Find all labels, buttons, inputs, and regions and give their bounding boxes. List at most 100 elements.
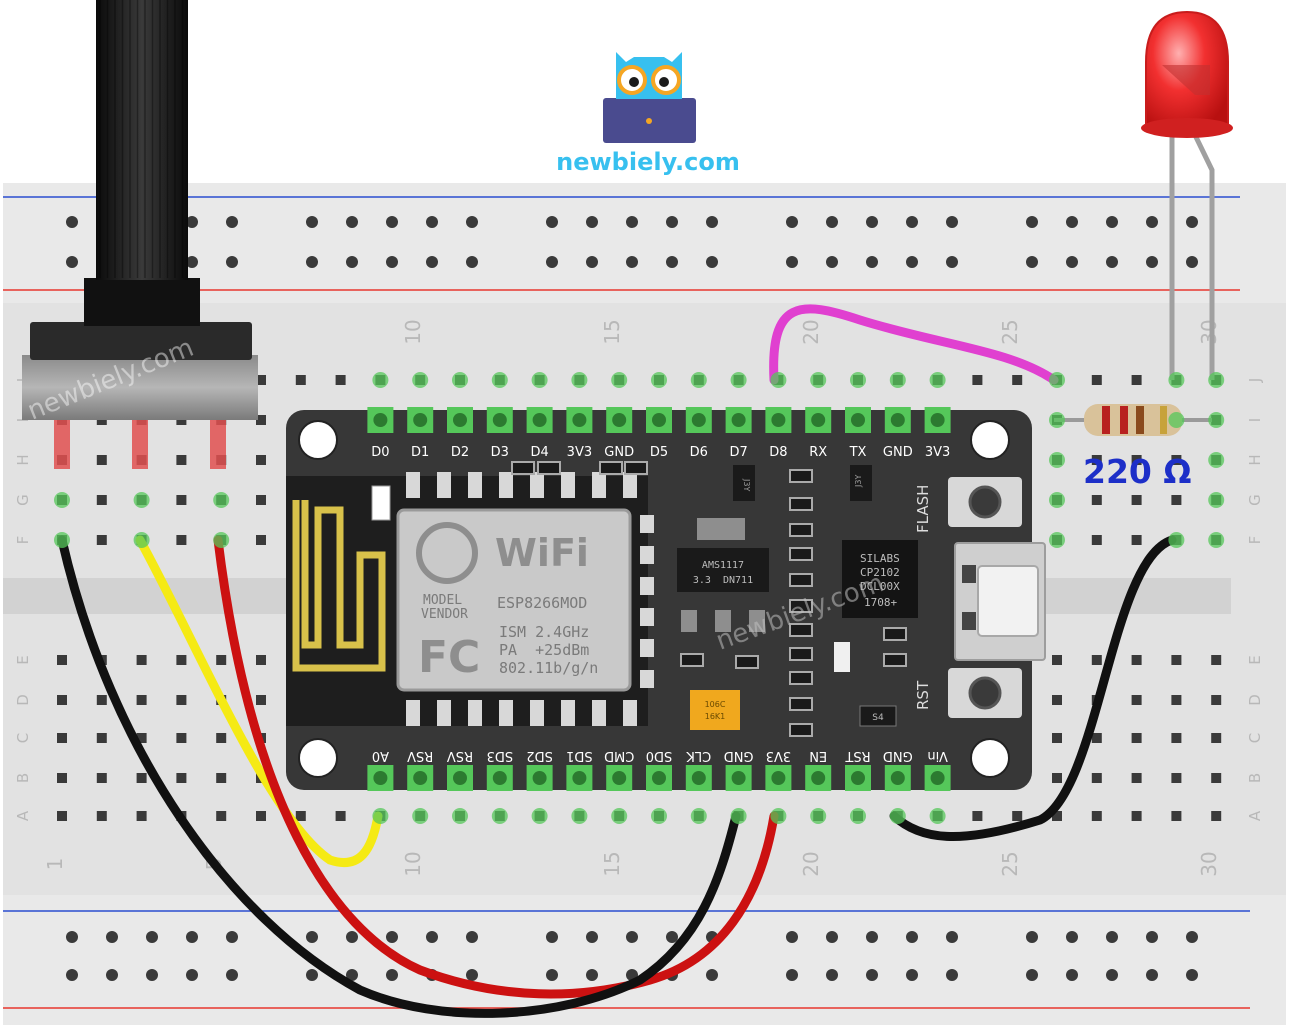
breadboard-hole [256,455,266,465]
pin-label-bottom: A0 [372,748,389,763]
pin-label-top: D2 [451,445,469,460]
module-pad-bottom [406,700,420,726]
pin-label-top: D4 [530,445,548,460]
breadboard-hole [972,375,983,385]
diode-s4-label: S4 [872,713,884,723]
row-letter-left: E [14,655,32,664]
laptop-dot [646,118,652,124]
breadboard-hole [176,535,187,545]
hole-highlight [929,808,946,824]
module-pad-bottom [468,700,482,726]
breadboard-hole [57,695,67,705]
rail-hole [1186,969,1198,981]
breadboard-hole [57,655,67,665]
header-pin-bottom-hole [930,771,945,785]
row-letter-left: H [14,454,32,465]
flash-button-label: FLASH [914,485,932,533]
smd-component [680,653,704,667]
column-number-bottom: 10 [401,851,425,876]
rail-hole [586,216,598,228]
rail-hole [866,931,878,943]
rail-hole [786,256,798,268]
header-pin-bottom-hole [572,771,587,785]
row-letter-right: E [1246,655,1264,664]
rail-hole [1186,216,1198,228]
breadboard-hole [1091,811,1102,821]
hole-highlight [690,808,707,824]
hole-highlight [372,808,389,824]
rail-hole [386,931,398,943]
breadboard-hole [96,495,107,505]
hole-highlight [452,372,468,388]
wire-black-pot-to-gnd [57,535,741,1018]
breadboard-hole [1091,733,1102,743]
wire-red-pot-to-3v3 [213,535,779,999]
breadboard-hole [1171,655,1182,665]
row-letter-right: A [1246,810,1264,821]
flash-button[interactable] [968,485,1002,519]
transistor-j3y-2-label: J3Y [854,475,863,488]
module-pad-top [623,472,637,498]
header-pin-top-hole [413,413,428,427]
rail-hole [186,256,198,268]
rail-hole [666,931,678,943]
transistor-j3y-1-label: J3Y [742,478,751,491]
row-letter-right: D [1246,694,1264,706]
module-pad-bottom [530,700,544,726]
rst-button[interactable] [968,676,1002,710]
header-pin-top-hole [771,413,786,427]
hole-highlight [1208,372,1225,388]
wire-magenta-d8-to-resistor [769,304,1059,385]
breadboard-hole [1131,811,1142,821]
diode-s4 [859,705,897,727]
pin-label-top: RX [809,445,827,460]
breadboard-hole [256,415,266,425]
rail-hole [466,256,478,268]
rail-hole [666,216,678,228]
smd-component [735,655,759,669]
rail-hole [1146,256,1158,268]
header-pin-top-hole [691,413,706,427]
transistor-j3y-2 [850,465,872,501]
row-letter-left: F [14,536,32,545]
pin-label-bottom: SD2 [526,748,553,763]
regulator-label-1: AMS1117 [702,560,744,571]
hole-highlight [1208,492,1225,508]
hole-highlight [850,808,866,824]
regulator-chip [677,548,769,592]
breadboard-hole [216,655,227,665]
pin-label-bottom: 3V3 [766,748,791,763]
breadboard-hole [1012,375,1023,385]
mount-hole-bl [298,738,338,778]
module-pad-bottom [623,700,637,726]
rail-hole [66,969,78,981]
regulator-leg-2 [715,610,731,632]
breadboard-hole [1171,495,1182,505]
pin-label-bottom: CLK [686,748,711,763]
rail-hole [626,931,638,943]
rail-hole [146,931,158,943]
owl-pupil-right [659,77,669,87]
mount-hole-br [970,738,1010,778]
smd-component [883,653,907,667]
pin-label-top: D7 [729,445,747,460]
breadboard-hole [256,495,266,505]
rail-hole [466,216,478,228]
row-letter-right: C [1246,733,1264,743]
breadboard-hole [1211,695,1222,705]
header-pin-bottom-hole [691,771,706,785]
rail-hole [186,969,198,981]
smd-component [511,461,535,475]
resistor-band-3 [1136,406,1144,434]
column-number-bottom: 25 [998,851,1022,876]
header-pin-bottom-hole [851,771,865,785]
rail-hole [1186,256,1198,268]
rail-hole [1026,256,1038,268]
rail-hole [706,256,718,268]
rail-hole [546,969,558,981]
module-pad-bottom [592,700,606,726]
row-letter-left: B [14,773,32,783]
pot-knob-shaft[interactable] [96,0,188,280]
header-pin-top-hole [492,413,507,427]
rail-hole [1066,931,1078,943]
